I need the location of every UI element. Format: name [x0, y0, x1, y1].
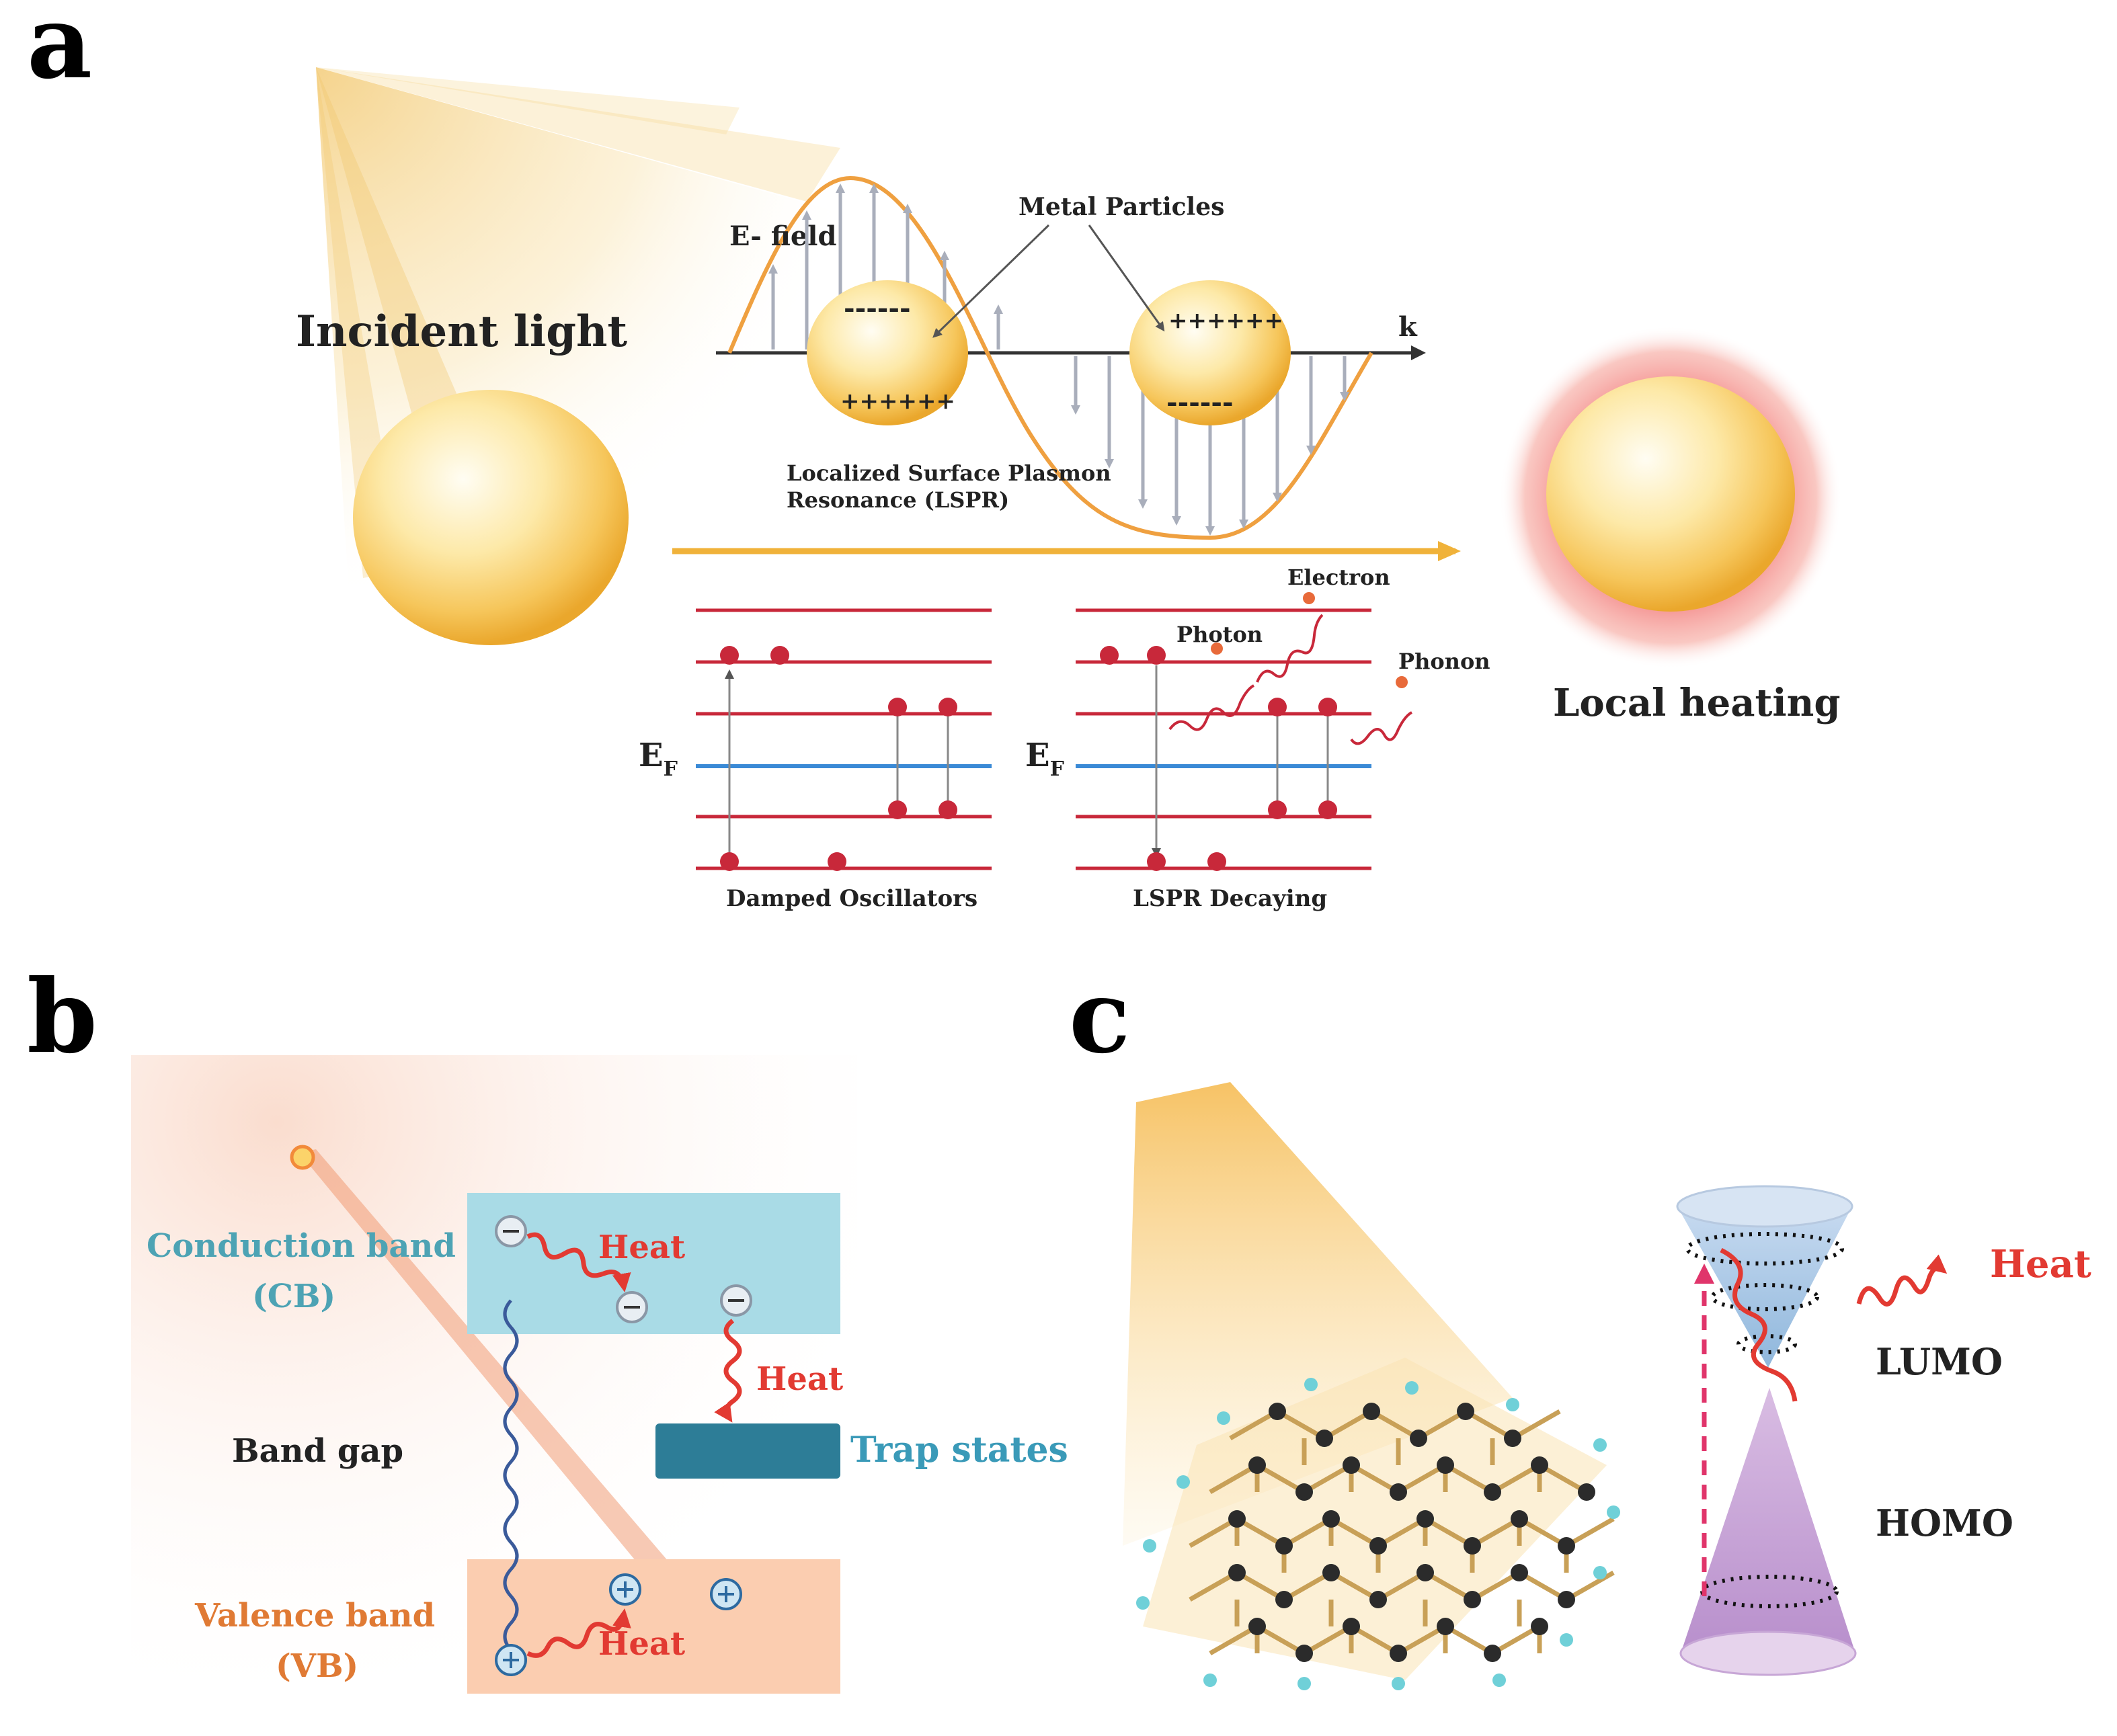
electrons [495, 1215, 752, 1323]
e-field-label: E- field [729, 220, 836, 252]
electron-label: Electron [1287, 565, 1390, 590]
conduction-band-label-2: (CB) [252, 1278, 335, 1315]
damped-oscillators-diagram: EF Damped Oscillators [639, 608, 992, 912]
lspr-decaying-diagram: Photon Electron Phonon EF LSPR Decaying [1025, 565, 1490, 912]
panel-c: c [1069, 958, 2091, 1690]
metal-particles-pointer-2 [1088, 224, 1165, 332]
light-source [290, 1145, 315, 1170]
local-heating-label: Local heating [1553, 681, 1841, 725]
damped-oscillators-label: Damped Oscillators [726, 885, 977, 912]
particle-1-plus: ++++++ [840, 388, 955, 415]
phonon-wave [1350, 711, 1413, 745]
metal-particle-2 [1129, 280, 1291, 425]
metal-particles-pointer-1 [932, 224, 1050, 338]
excitation-wave [503, 1299, 519, 1651]
panel-letter-a: a [27, 0, 92, 101]
particle-1-minus: ------ [844, 292, 911, 324]
lspr-decaying-label: LSPR Decaying [1133, 885, 1327, 912]
phonon-label: Phonon [1398, 649, 1490, 674]
fermi-label-1: EF [639, 737, 678, 781]
panel-letter-c: c [1069, 958, 1130, 1076]
photon-label: Photon [1176, 622, 1263, 647]
heat-label-vb: Heat [598, 1625, 685, 1663]
particle-2-plus: ++++++ [1168, 307, 1283, 334]
heat-label-cb: Heat [598, 1229, 685, 1266]
valence-band-label-1: Valence band [194, 1597, 435, 1635]
light-streak [299, 1149, 672, 1573]
panel-b: b Conduction band (CB) Band gap Trap sta… [27, 958, 1068, 1727]
lspr-label-line2: Resonance (LSPR) [787, 487, 1009, 513]
heated-particle-sphere [1546, 376, 1795, 612]
homo-label: HOMO [1876, 1501, 2013, 1544]
photon-wave [1168, 684, 1255, 731]
band-gap-label: Band gap [232, 1432, 403, 1470]
heat-wave-c [1856, 1254, 1948, 1307]
graphene-sheet [1136, 1358, 1620, 1690]
conduction-band [467, 1193, 840, 1334]
electron-wave [1256, 614, 1324, 683]
lspr-label-line1: Localized Surface Plasmon [787, 460, 1111, 486]
relaxation-path [1720, 1247, 1798, 1402]
heat-wave-vb [526, 1608, 631, 1658]
trap-states [655, 1423, 840, 1479]
conduction-band-label-1: Conduction band [147, 1227, 456, 1265]
holes [495, 1573, 742, 1676]
lumo-cone [1676, 1185, 1853, 1368]
valence-band-label-2: (VB) [276, 1647, 358, 1685]
metal-particle-1 [807, 280, 968, 425]
e-field-wave [727, 175, 1373, 540]
trap-states-label: Trap states [850, 1430, 1068, 1471]
k-axis-label: k [1398, 311, 1418, 343]
heat-label-trap: Heat [756, 1360, 843, 1398]
metal-particles-label: Metal Particles [1018, 193, 1224, 221]
lumo-label: LUMO [1876, 1340, 2003, 1383]
heat-wave-cb [526, 1232, 631, 1292]
homo-cone [1679, 1388, 1857, 1676]
heat-wave-trap [714, 1319, 742, 1423]
valence-band [467, 1559, 840, 1694]
particle-2-minus: ------ [1166, 386, 1234, 418]
panel-letter-b: b [27, 958, 97, 1076]
fermi-label-2: EF [1025, 737, 1064, 781]
heat-label-c: Heat [1990, 1242, 2091, 1286]
incident-particle-sphere [353, 390, 629, 645]
panel-a: a Incident light k E- field [27, 0, 1842, 912]
incident-light-label: Incident light [296, 306, 628, 357]
